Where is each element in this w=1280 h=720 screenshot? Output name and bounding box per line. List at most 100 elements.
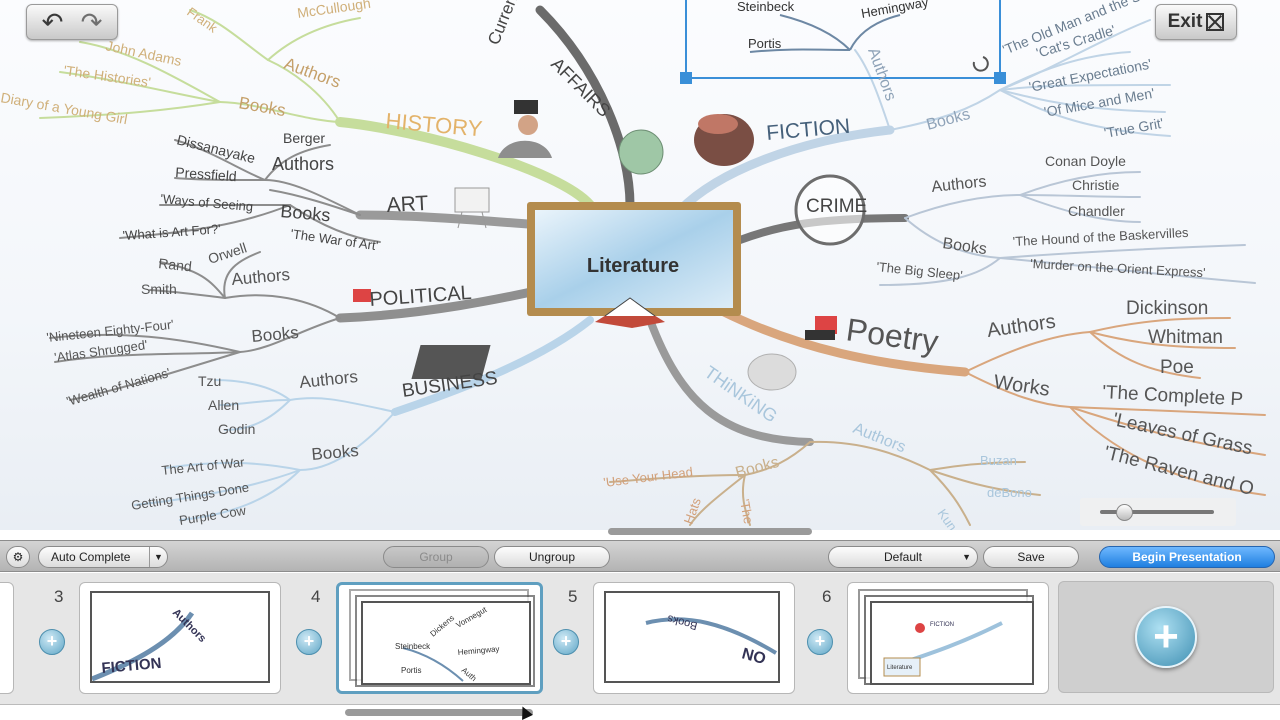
svg-text:Authors[interactable]: Authors — [298, 367, 358, 392]
close-box-icon — [1206, 13, 1225, 31]
svg-text:Books[interactable]: Books — [280, 201, 332, 225]
svg-text:Hats[interactable]: Hats — [681, 495, 704, 526]
slide-thumbnail[interactable]: Books NO — [593, 582, 795, 694]
svg-text:Berger[interactable]: Berger — [283, 130, 325, 146]
resize-handle[interactable] — [680, 72, 692, 84]
add-slide-icon[interactable]: + — [807, 629, 833, 655]
group-button[interactable]: Group — [383, 546, 489, 568]
chevron-down-icon[interactable]: ▼ — [149, 547, 167, 567]
svg-text:Dissanayake[interactable]: Dissanayake — [175, 131, 257, 166]
svg-text:'Ways of Seeing[interactable]: 'Ways of Seeing — [160, 191, 254, 214]
svg-text:Godin[interactable]: Godin — [218, 421, 255, 437]
svg-text:Books[interactable]: Books — [941, 235, 987, 258]
slide-number: 4 — [311, 587, 321, 606]
slide-strip[interactable]: 3 + Authors FICTION 4 + Dickens Vonnegut… — [0, 573, 1280, 705]
svg-text:Kun[interactable]: Kun — [935, 506, 961, 530]
add-slide-icon[interactable]: + — [553, 629, 579, 655]
svg-text:Rand[interactable]: Rand — [158, 255, 193, 274]
svg-text:Allen[interactable]: Allen — [208, 397, 239, 413]
central-node[interactable] — [527, 202, 741, 328]
ink-icon — [805, 316, 837, 340]
svg-text:Orwell[interactable]: Orwell — [206, 239, 249, 266]
svg-text:Chandler[interactable]: Chandler — [1068, 203, 1125, 219]
exit-button[interactable]: Exit — [1155, 4, 1237, 40]
svg-text:'The Complete P[interactable]: 'The Complete P — [1102, 382, 1244, 410]
mind-map[interactable]: Literature HISTORY Authors Books Frank M… — [0, 0, 1280, 530]
svg-text:'The[interactable]: 'The — [737, 498, 756, 525]
crime-label[interactable]: CRIME — [806, 196, 867, 217]
svg-text:'Murder on the Orient Express'[interactable]: 'Murder on the Orient Express' — [1030, 256, 1206, 280]
add-slide-icon[interactable]: + — [39, 629, 65, 655]
poetry-label[interactable]: Poetry — [844, 311, 941, 360]
svg-text:'The Histories'[interactable]: 'The Histories' — [63, 62, 152, 90]
svg-text:'Nineteen Eighty-Four'[interactable]: 'Nineteen Eighty-Four' — [46, 317, 175, 345]
add-slide-area[interactable]: + — [1058, 581, 1274, 693]
zoom-slider[interactable] — [1080, 498, 1236, 526]
svg-text:Authors[interactable]: Authors — [231, 265, 291, 289]
svg-text:Conan Doyle[interactable]: Conan Doyle — [1045, 153, 1126, 169]
svg-text:John Adams[interactable]: John Adams — [104, 37, 183, 69]
svg-text:'True Grit'[interactable]: 'True Grit' — [1103, 115, 1165, 141]
svg-text:Portis[interactable]: Portis — [748, 36, 782, 51]
svg-text:Literature: Literature — [887, 665, 913, 671]
slide-strip-scrollbar[interactable] — [345, 709, 533, 716]
svg-text:Authors[interactable]: Authors — [282, 54, 344, 92]
svg-text:'What is Art For?'[interactable]: 'What is Art For?' — [122, 221, 221, 243]
svg-text:'The Old Man and the Sea'[interactable]: 'The Old Man and the Sea' — [1000, 0, 1160, 58]
svg-text:Whitman[interactable]: Whitman — [1148, 327, 1223, 348]
rotate-handle[interactable] — [972, 56, 989, 72]
ungroup-button[interactable]: Ungroup — [494, 546, 610, 568]
zoom-track[interactable] — [1100, 510, 1214, 514]
svg-text:Christie[interactable]: Christie — [1072, 177, 1120, 193]
svg-text:Authors[interactable]: Authors — [986, 311, 1057, 342]
svg-text:Dickinson[interactable]: Dickinson — [1126, 298, 1208, 319]
svg-text:'Wealth of Nations'[interactable]: 'Wealth of Nations' — [65, 365, 172, 409]
add-slide-plus-icon[interactable]: + — [1135, 606, 1197, 668]
slide-thumbnail[interactable]: Authors FICTION — [79, 582, 281, 694]
svg-text:Frank[interactable]: Frank — [184, 4, 220, 36]
art-label[interactable]: ART — [386, 192, 429, 217]
selection-frame[interactable] — [680, 0, 1006, 84]
central-topic[interactable]: Literature — [587, 255, 679, 277]
add-slide-icon[interactable]: + — [296, 629, 322, 655]
svg-text:Hemingway[interactable]: Hemingway — [860, 0, 930, 21]
svg-text:'Of Mice and Men'[interactable]: 'Of Mice and Men' — [1043, 85, 1156, 120]
svg-text:Books[interactable]: Books — [237, 93, 287, 120]
slide-thumbnail-selected[interactable]: Dickens Vonnegut Steinbeck Hemingway Por… — [336, 582, 543, 694]
svg-text:Pressfield[interactable]: Pressfield — [175, 164, 237, 184]
svg-text:The Art of War[interactable]: The Art of War — [161, 454, 246, 478]
svg-text:Steinbeck[interactable]: Steinbeck — [737, 0, 795, 14]
svg-text:Poe[interactable]: Poe — [1160, 357, 1194, 378]
svg-text:Diary of a Young Girl[interactable]: Diary of a Young Girl — [0, 89, 129, 127]
mind-map-canvas[interactable]: Literature HISTORY Authors Books Frank M… — [0, 0, 1280, 530]
svg-text:Purple Cow[interactable]: Purple Cow — [178, 503, 247, 528]
svg-text:Books[interactable]: Books — [925, 106, 972, 134]
gear-icon[interactable]: ⚙ — [6, 546, 30, 568]
slide-thumbnail[interactable]: FICTION Literature — [847, 582, 1049, 694]
begin-presentation-button[interactable]: Begin Presentation — [1099, 546, 1275, 568]
svg-text:deBono[interactable]: deBono — [987, 485, 1032, 500]
svg-text:'Use Your Head[interactable]: 'Use Your Head — [603, 464, 694, 490]
svg-text:Smith[interactable]: Smith — [141, 281, 177, 297]
undo-icon[interactable]: ↶ — [41, 7, 64, 37]
slide-thumbnail[interactable] — [0, 582, 14, 694]
svg-text:'The Big Sleep'[interactable]: 'The Big Sleep' — [876, 259, 964, 283]
svg-text:Books[interactable]: Books — [734, 454, 781, 482]
resize-handle[interactable] — [994, 72, 1006, 84]
slide-number: 6 — [822, 587, 832, 606]
svg-text:Curren[interactable]: Curren — [484, 0, 521, 47]
layout-select[interactable]: Default ▼ — [828, 546, 978, 568]
svg-text:Buzan[interactable]: Buzan — [980, 453, 1017, 468]
svg-text:Tzu[interactable]: Tzu — [198, 373, 221, 389]
svg-text:Books[interactable]: Books — [251, 323, 300, 346]
svg-text:Authors[interactable]: Authors — [272, 154, 334, 174]
svg-text:Authors[interactable]: Authors — [931, 173, 988, 196]
svg-text:Books[interactable]: Books — [311, 441, 360, 464]
svg-text:'The Hound of the Baskervilles[interactable]: 'The Hound of the Baskervilles — [1012, 225, 1189, 249]
zoom-thumb[interactable] — [1116, 504, 1133, 521]
canvas-scrollbar[interactable] — [608, 528, 812, 535]
redo-icon[interactable]: ↷ — [80, 7, 103, 37]
svg-text:Works[interactable]: Works — [992, 371, 1051, 401]
auto-complete-button[interactable]: Auto Complete ▼ — [38, 546, 168, 568]
save-button[interactable]: Save — [983, 546, 1079, 568]
